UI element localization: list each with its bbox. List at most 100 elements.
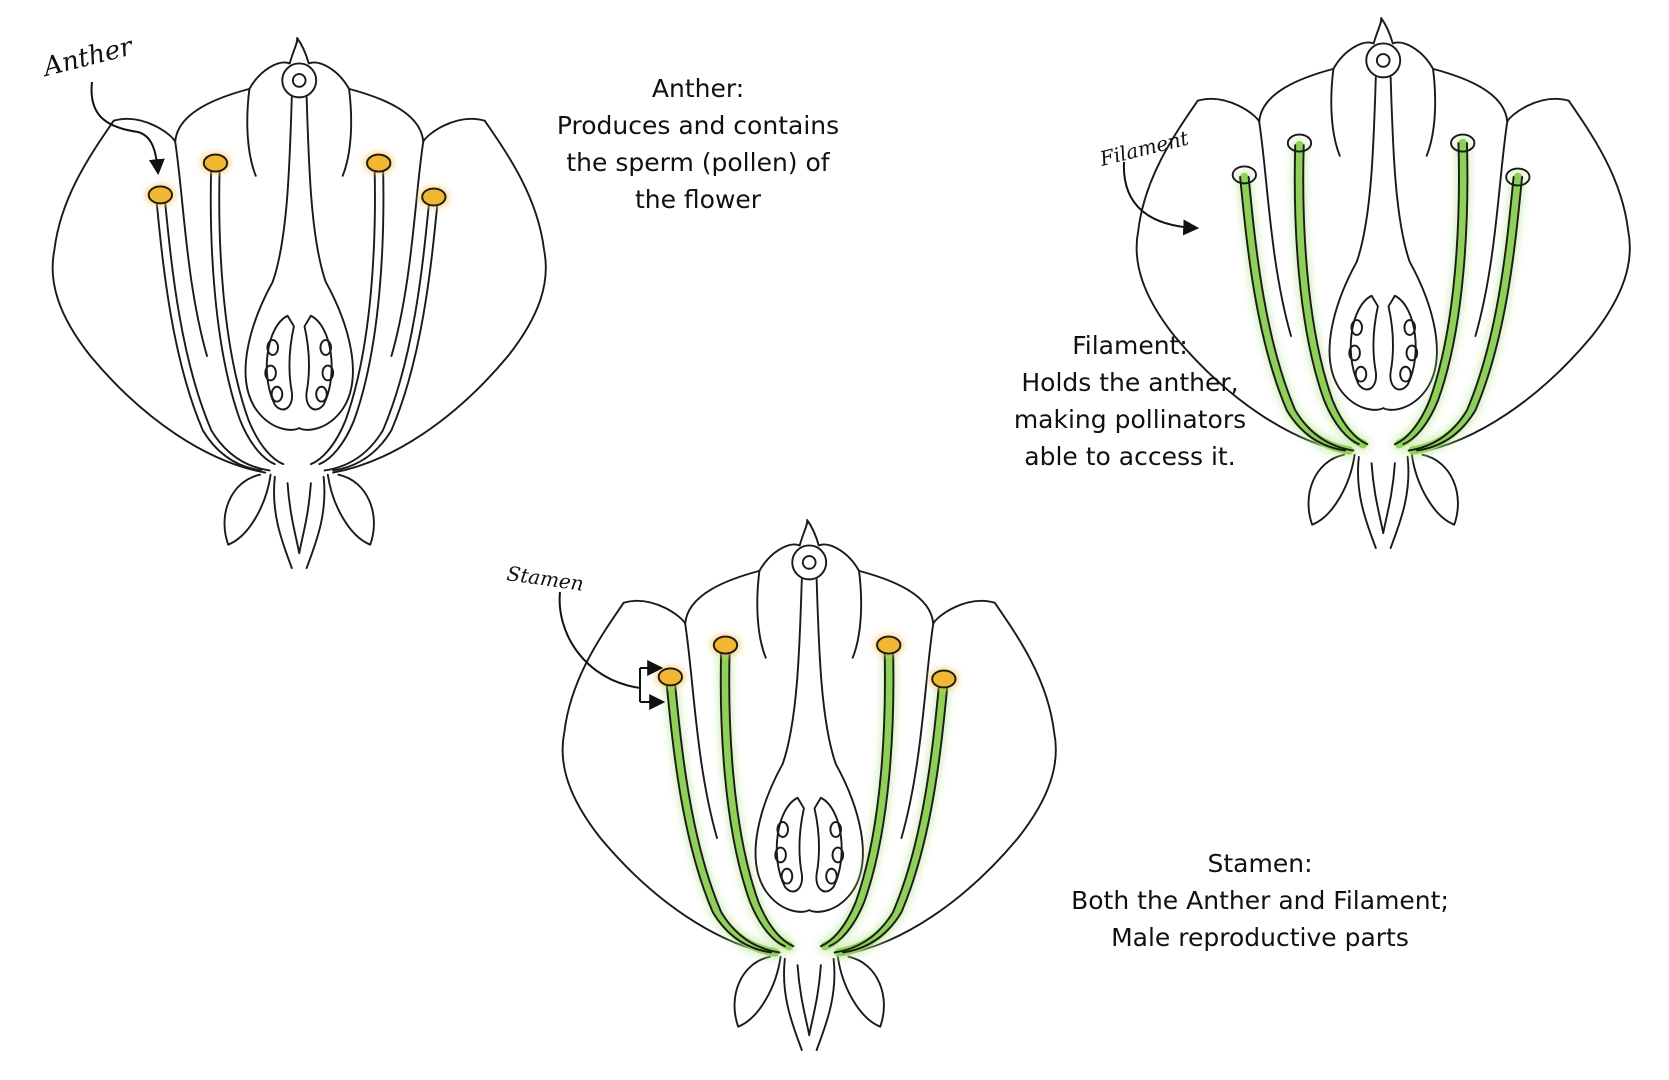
receptacle-center [286, 482, 312, 555]
ovule [1399, 365, 1412, 383]
anther-pointer: Anther [38, 31, 165, 176]
filament-caption-title: Filament: [1072, 331, 1188, 360]
stigma-center [801, 555, 817, 570]
filament-highlight [1240, 172, 1354, 455]
filament-edge [819, 644, 886, 948]
stamen-handwritten-label: Stamen [505, 561, 585, 596]
ovule [321, 364, 335, 382]
receptacle-line [815, 957, 836, 1051]
sepal [223, 473, 272, 546]
ovule [825, 867, 838, 885]
filament-edge [1247, 176, 1355, 452]
ovule [1403, 319, 1416, 336]
inner-petal-line [851, 569, 863, 659]
stigma [791, 544, 828, 581]
anther [1450, 133, 1476, 153]
receptacle-center [1370, 462, 1396, 535]
filament-edge [155, 196, 263, 472]
filament-edge [828, 644, 895, 948]
filament-handwritten-label: Filament [1096, 125, 1191, 171]
ovule [264, 364, 277, 382]
inner-petal-line [900, 622, 935, 839]
inner-petal-line [1425, 67, 1437, 157]
ovule [319, 339, 332, 356]
stamen-pointer: Stamen [505, 561, 666, 710]
filament-edge [1407, 176, 1515, 452]
petal-outline [1135, 17, 1631, 454]
ovule [776, 821, 789, 838]
stamen-arrow [558, 591, 641, 689]
sepal [836, 955, 885, 1028]
filament-arrow [1122, 161, 1200, 236]
flower-panel-stamen [561, 519, 1057, 1051]
receptacle-line [1389, 455, 1410, 549]
filament-edge [163, 196, 271, 472]
ovule [270, 385, 284, 403]
stigma [281, 62, 318, 99]
filament-edge [1293, 144, 1360, 446]
filament-caption-line: making pollinators [1013, 405, 1247, 434]
receptacle-line [783, 957, 803, 1051]
ovary-chamber [265, 314, 295, 411]
ovule [1348, 344, 1361, 362]
ovary-chamber [1387, 294, 1417, 391]
receptacle-line [1357, 455, 1377, 549]
petal-outline [561, 519, 1057, 956]
anther [1231, 165, 1257, 185]
filament-highlight [720, 642, 794, 951]
filament-edge [833, 678, 941, 954]
filament-caption-line: able to access it. [1024, 442, 1236, 471]
filament-edge [1402, 142, 1469, 446]
anther-caption-line: the sperm (pollen) of [566, 148, 830, 177]
ovary-chamber [303, 314, 333, 411]
inner-petal-line [684, 622, 718, 839]
anther-caption-line: the flower [634, 185, 762, 214]
style-ovary [244, 96, 354, 431]
filament-edge [332, 196, 440, 472]
anther [712, 635, 739, 655]
filament-edge [665, 678, 773, 954]
ovary-chamber [1349, 294, 1379, 391]
filament-edge [1302, 144, 1369, 446]
inner-petal-line [1258, 120, 1292, 337]
style-ovary [754, 578, 864, 913]
anther-caption: Anther: Produces and contains the sperm … [528, 70, 868, 218]
filament-edge [719, 646, 786, 948]
receptacle-line [305, 475, 326, 569]
inner-petal-line [756, 569, 767, 659]
inner-petal-line [246, 87, 257, 177]
filament-edge [309, 162, 376, 466]
filament-highlight [820, 640, 894, 951]
anther [147, 185, 173, 205]
filament-caption-line: Holds the anther, [1021, 368, 1239, 397]
ovule [315, 385, 328, 403]
anther-caption-title: Anther: [651, 74, 745, 103]
filament-edge [728, 646, 795, 948]
anther [876, 635, 902, 655]
filament-edge [842, 678, 950, 954]
stigma-center [291, 73, 307, 88]
ovule [1354, 365, 1368, 383]
style-ovary [1328, 76, 1438, 411]
inner-petal-line [341, 87, 353, 177]
anther [1286, 133, 1313, 153]
receptacle-line [273, 475, 293, 569]
ovary-chamber [813, 796, 843, 893]
filament-edge [1239, 176, 1347, 452]
filament-highlight [834, 674, 949, 957]
ovule [780, 867, 794, 885]
filament-caption: Filament: Holds the anther, making polli… [985, 327, 1275, 475]
sepal [1307, 453, 1356, 526]
receptacle-center [796, 964, 822, 1037]
filament-edge [1416, 176, 1524, 452]
anther-caption-line: Produces and contains [556, 111, 840, 140]
ovule [1405, 344, 1419, 362]
filament-pointer: Filament [1096, 125, 1200, 236]
filament-highlight [1394, 138, 1468, 449]
sepal [326, 473, 375, 546]
anther [202, 153, 229, 173]
stamen-caption: Stamen: Both the Anther and Filament; Ma… [1050, 845, 1470, 956]
stamen-caption-title: Stamen: [1207, 849, 1313, 878]
stamen-caption-line: Both the Anther and Filament; [1071, 886, 1449, 915]
